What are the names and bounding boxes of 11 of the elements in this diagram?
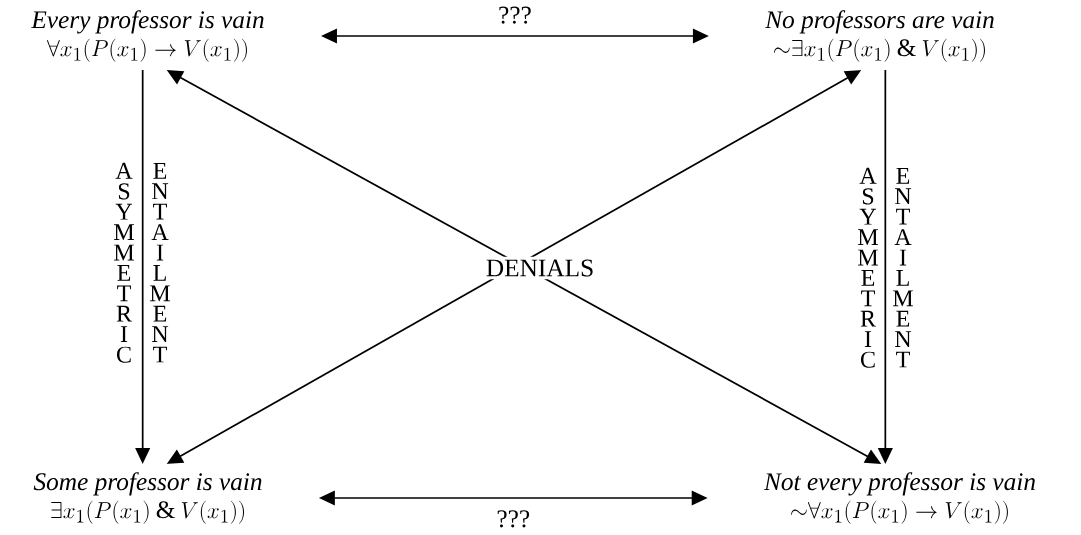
vertical-label: ENTAILMENT: [150, 162, 170, 363]
center-label: DENIALS: [483, 256, 597, 280]
vertical-label: ASYMMETRIC: [858, 167, 878, 368]
statement-text: Not every professor is vain ${\sim}\forall x_1(P(x_1) \rightarrow V(x_1))$: [763, 472, 1035, 524]
edge-label: ???: [495, 508, 532, 529]
edge-label: ???: [496, 5, 534, 26]
statement-text: Every professor is vain $\forall x_1(P(x_1) \rightarrow V(x_1))$: [31, 10, 264, 62]
vertical-label: ASYMMETRIC: [114, 162, 134, 363]
vertical-label: ENTAILMENT: [893, 167, 913, 368]
statement-text: No professors are vain ${\sim}\exists x_1(P(x_1) \mathbin{\&} V(x_1))$: [765, 10, 994, 62]
statement-text: Some professor is vain $\exists x_1(P(x_1) \mathbin{\&} V(x_1))$: [33, 472, 262, 524]
